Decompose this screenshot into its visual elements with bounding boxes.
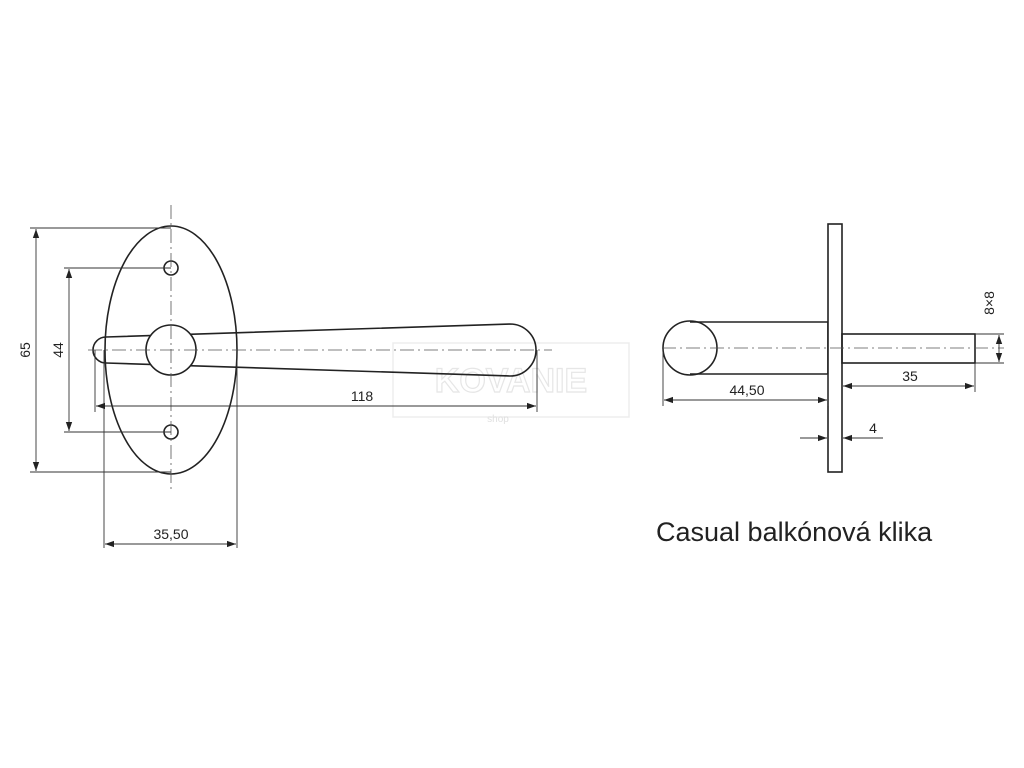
watermark-brand: KOVANIE	[435, 362, 587, 400]
dim-spindle-length: 35	[902, 368, 918, 384]
side-spindle	[841, 333, 976, 364]
watermark-sub: shop	[487, 414, 509, 425]
dim-side-length: 44,50	[729, 382, 764, 398]
dim-spindle-size: 8×8	[981, 291, 997, 315]
dim-handle-length: 118	[351, 388, 374, 404]
dim-rosette-width: 35,50	[153, 526, 188, 542]
handle-lever	[92, 323, 537, 377]
watermark: KOVANIE shop	[392, 342, 630, 425]
drawing-caption: Casual balkónová klika	[656, 517, 933, 547]
dim-hole-spacing: 44	[50, 342, 66, 358]
dim-plate-thickness: 4	[869, 420, 877, 436]
dim-height-total: 65	[17, 342, 33, 358]
front-view: 65 44 118 35,50	[17, 205, 552, 548]
side-view: 44,50 35 8×8 4	[662, 223, 1004, 473]
